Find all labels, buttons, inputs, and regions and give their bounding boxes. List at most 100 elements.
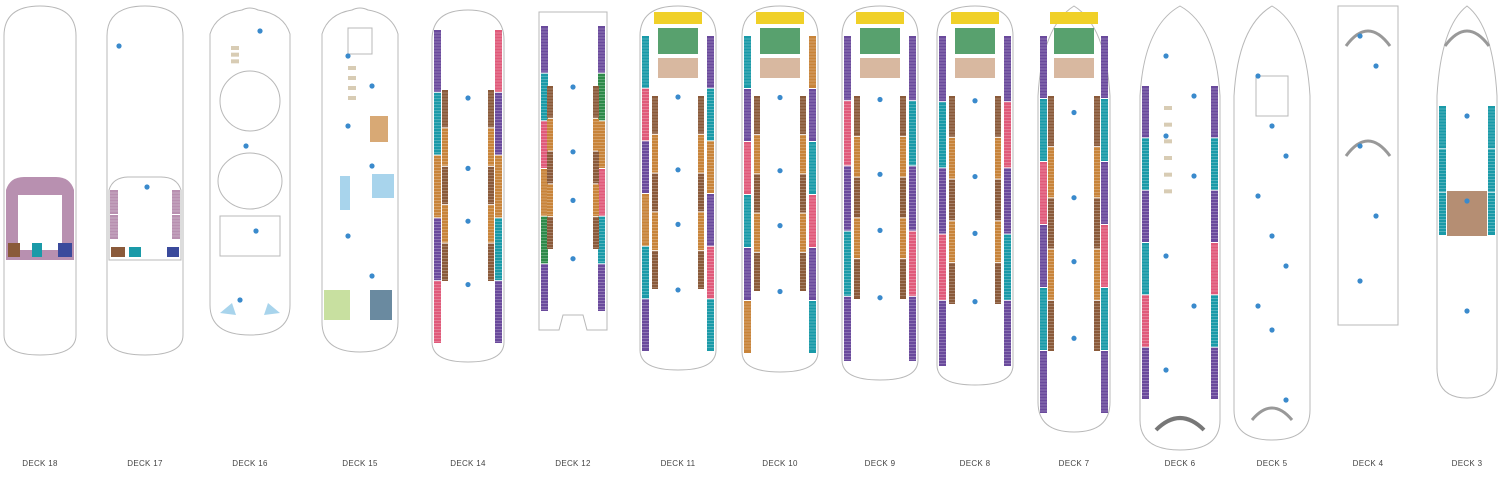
- deck-plan-deck-9: [841, 5, 919, 381]
- cabin-band: [434, 155, 441, 218]
- info-icon: [1071, 335, 1077, 341]
- venue-block: [1164, 139, 1172, 144]
- cabin-band: [1101, 162, 1108, 224]
- info-icon: [1373, 213, 1379, 219]
- sports-area: [370, 290, 392, 320]
- cabin-band: [488, 90, 494, 128]
- info-icon: [777, 168, 783, 174]
- cabin-band: [744, 301, 751, 353]
- cabin-column-outer-left: [541, 26, 548, 311]
- deck-label: DECK 17: [127, 459, 163, 468]
- hull-outline: [936, 5, 1014, 386]
- cabin-band: [939, 234, 946, 300]
- suite-row: [760, 28, 800, 54]
- cabin-band: [541, 73, 548, 121]
- cabin-column-outer-right: [495, 30, 502, 343]
- park-area: [324, 290, 350, 320]
- cabin-band: [900, 259, 906, 299]
- deck-plan-deck-12: [538, 11, 608, 331]
- cabin-band: [809, 36, 816, 88]
- info-icon: [144, 184, 150, 190]
- cabin-band: [593, 184, 599, 217]
- info-icon: [1269, 233, 1275, 239]
- cabin-band: [844, 296, 851, 361]
- cabin-band: [707, 88, 714, 141]
- info-icon: [972, 173, 978, 180]
- cabin-band: [1211, 86, 1218, 138]
- deck-plan-deck-18: [3, 5, 77, 356]
- slide: [220, 303, 236, 315]
- cabin-band: [1211, 243, 1218, 295]
- info-icon: [243, 143, 249, 149]
- cabin-column-outer-left: [939, 36, 946, 366]
- cabin-band: [698, 251, 704, 289]
- deck-label: DECK 7: [1058, 459, 1090, 468]
- cabin-band: [1048, 249, 1054, 300]
- cabin-band: [809, 248, 816, 300]
- cabin-band: [744, 36, 751, 88]
- deck-plan-deck-11: [639, 5, 717, 371]
- track-loop: [217, 152, 283, 210]
- info-icon: [465, 281, 471, 288]
- suite-row: [658, 58, 698, 78]
- deck-label: DECK 5: [1256, 459, 1288, 468]
- hull-outline: [1337, 5, 1399, 326]
- suite-row: [654, 12, 702, 24]
- suite-row: [856, 12, 904, 24]
- cabin-band: [1040, 36, 1047, 98]
- cabin-column-inner-right: [995, 96, 1001, 304]
- cabin-band: [754, 174, 760, 213]
- cabin-band: [854, 136, 860, 177]
- cabin-band: [844, 166, 851, 231]
- info-icon: [369, 273, 375, 279]
- cabin-column-inner-right: [900, 96, 906, 299]
- cabin-band: [1211, 138, 1218, 190]
- cabin-band: [949, 179, 955, 221]
- cabin-band: [754, 213, 760, 252]
- deck-label: DECK 11: [660, 459, 696, 468]
- info-icon: [1357, 278, 1363, 284]
- hull-outline: [639, 5, 717, 371]
- cabin-column-inner-left: [652, 96, 658, 289]
- cabin-band: [1094, 198, 1100, 249]
- cabin-band: [488, 128, 494, 166]
- venue-block: [348, 86, 356, 90]
- cabin-band: [809, 89, 816, 141]
- hull-outline: [841, 5, 919, 381]
- hull-outline: [106, 5, 184, 356]
- suite-row: [955, 28, 995, 54]
- deck-plan-deck-7: [1037, 5, 1111, 433]
- theater-seating: [1344, 29, 1392, 47]
- cabin-band: [642, 194, 649, 246]
- info-icon: [877, 227, 883, 233]
- cabin-band: [909, 36, 916, 101]
- cabin-column-inner-left: [854, 96, 860, 299]
- suite-outline: [108, 176, 182, 261]
- cabin-band: [442, 243, 448, 281]
- info-icon: [369, 83, 375, 89]
- cabin-band: [1101, 351, 1108, 413]
- cabin-band: [854, 218, 860, 259]
- cabin-band: [949, 137, 955, 179]
- cabin-band: [1211, 347, 1218, 399]
- info-icon: [1071, 109, 1077, 116]
- deck-plan-deck-3: [1436, 5, 1498, 399]
- cabin-band: [995, 221, 1001, 263]
- cabin-band: [800, 174, 806, 213]
- cabin-band: [541, 121, 548, 168]
- cabin-band: [844, 36, 851, 101]
- cabin-band: [1004, 102, 1011, 168]
- crew-block: [1447, 191, 1487, 236]
- suite-room: [8, 243, 20, 257]
- cabin-column-outer-right: [1004, 36, 1011, 366]
- cabin-band: [488, 205, 494, 243]
- cabin-band: [754, 96, 760, 135]
- cabin-column-outer-left: [434, 30, 441, 343]
- venue-block: [348, 96, 356, 100]
- cabin-band: [1094, 249, 1100, 300]
- cabin-band: [1004, 36, 1011, 102]
- cabin-band: [707, 141, 714, 193]
- cabin-band: [809, 195, 816, 247]
- cabin-band: [593, 86, 599, 118]
- cabin-band: [900, 96, 906, 136]
